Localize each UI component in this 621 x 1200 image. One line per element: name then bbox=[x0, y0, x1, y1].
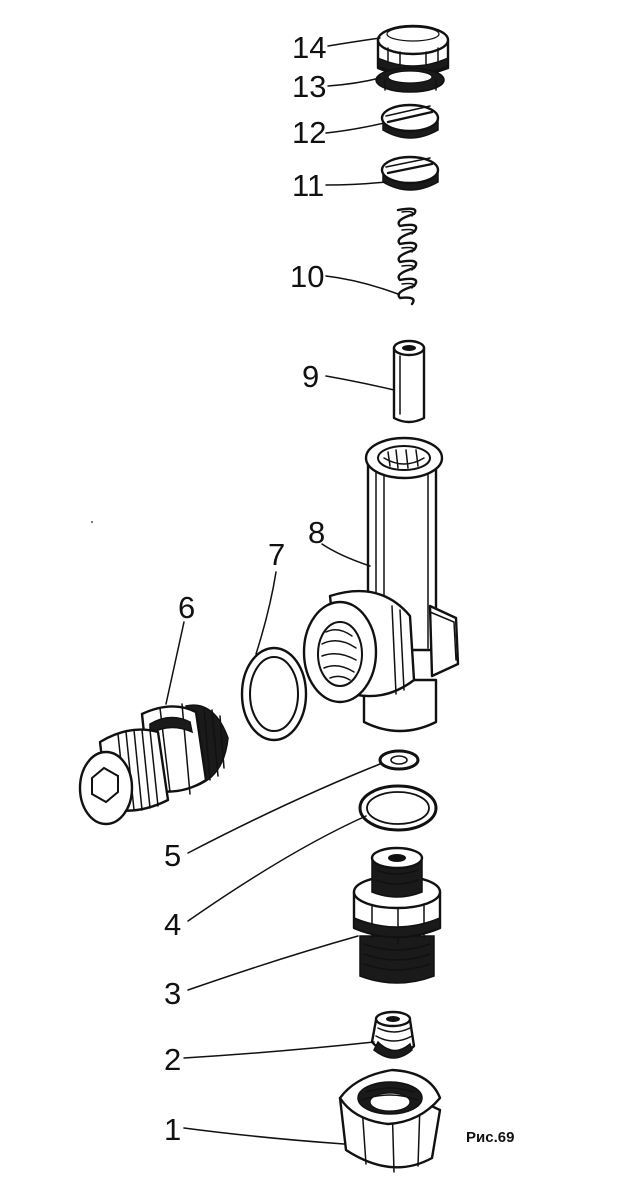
label-3: 3 bbox=[164, 976, 181, 1011]
leader-13 bbox=[327, 77, 381, 87]
leader-3 bbox=[187, 935, 359, 991]
leader-10 bbox=[325, 275, 399, 295]
label-11: 11 bbox=[292, 168, 324, 203]
part-8-valve-body bbox=[302, 436, 460, 733]
part-5-small-washer bbox=[378, 749, 420, 771]
label-9: 9 bbox=[302, 359, 319, 394]
label-2: 2 bbox=[164, 1042, 181, 1077]
label-12: 12 bbox=[292, 115, 326, 150]
leader-8 bbox=[321, 543, 371, 567]
part-1-hex-nut bbox=[338, 1068, 442, 1173]
scan-speck bbox=[91, 521, 93, 523]
leader-14 bbox=[327, 37, 381, 47]
label-7: 7 bbox=[268, 537, 285, 572]
leader-12 bbox=[325, 122, 385, 134]
part-labels: 14 13 12 11 10 9 8 7 6 5 4 3 2 1 bbox=[164, 30, 326, 1147]
leader-7 bbox=[255, 571, 277, 655]
part-2-ferrule bbox=[370, 1010, 416, 1059]
part-3-threaded-fitting bbox=[352, 846, 442, 984]
label-5: 5 bbox=[164, 838, 181, 873]
part-11-adjusting-screw bbox=[380, 155, 440, 191]
leader-2 bbox=[183, 1041, 375, 1059]
part-13-washer bbox=[375, 67, 445, 93]
leader-4 bbox=[187, 815, 367, 922]
label-10: 10 bbox=[290, 259, 324, 294]
label-4: 4 bbox=[164, 907, 181, 942]
figure-caption: Рис.69 bbox=[466, 1129, 514, 1146]
part-9-pushrod bbox=[392, 339, 426, 424]
leader-9 bbox=[325, 375, 395, 391]
part-12-lock-screw bbox=[380, 103, 440, 139]
label-1: 1 bbox=[164, 1112, 181, 1147]
leader-5 bbox=[187, 763, 381, 854]
part-4-sealing-ring bbox=[358, 784, 438, 832]
leader-lines bbox=[165, 37, 399, 1145]
label-6: 6 bbox=[178, 590, 195, 625]
part-7-gasket bbox=[240, 646, 308, 742]
leader-6 bbox=[165, 621, 185, 705]
part-10-spring bbox=[396, 207, 418, 306]
label-8: 8 bbox=[308, 515, 325, 550]
leader-11 bbox=[325, 181, 387, 186]
part-6-union-fitting bbox=[78, 703, 229, 826]
leader-1 bbox=[183, 1127, 345, 1145]
label-13: 13 bbox=[292, 69, 326, 104]
label-14: 14 bbox=[292, 30, 326, 65]
